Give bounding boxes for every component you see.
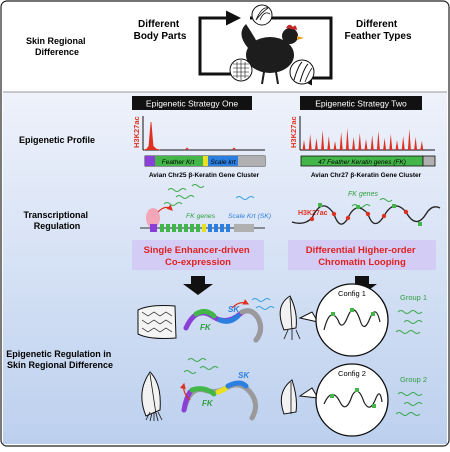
peak-mark [327, 136, 331, 150]
scale-skin-icon [137, 305, 177, 339]
feathers-circle-icon [289, 59, 315, 85]
enhancer-factor-icon [146, 204, 173, 228]
mechanism-box-two [288, 240, 436, 270]
sk-segment-bottom [225, 380, 249, 389]
peak-mark [401, 136, 405, 150]
sk-segment-top [217, 313, 241, 324]
h3k27ac-label-one: H3K27ac [132, 116, 141, 148]
callout-tail-1 [298, 311, 320, 323]
group1-label: Group 1 [400, 293, 427, 302]
enhancer-peak [143, 121, 161, 151]
sk-transcripts-top [251, 298, 275, 310]
feather-krt-label: Feather Krt [162, 159, 196, 166]
peak-mark [407, 129, 411, 150]
peak-mark [395, 140, 399, 150]
strategy-two-header [300, 96, 422, 110]
config2-label: Config 2 [338, 369, 366, 378]
peak-mark [414, 137, 418, 150]
chr27-cluster-label: Avian Chr27 β-Keratin Gene Cluster [311, 172, 422, 179]
scale-circle-icon [229, 58, 253, 82]
feather-types-label: Different Feather Types [344, 19, 411, 42]
grey-segment-top [239, 308, 264, 343]
peak-mark [302, 140, 306, 150]
transcriptional-regulation-label: Transcriptional Regulation [23, 210, 90, 231]
strategy-two-title: Epigenetic Strategy Two [315, 99, 407, 109]
strategy-one-title: Epigenetic Strategy One [146, 99, 238, 109]
mechanism-one-text: Single Enhancer-driven Co-expression [144, 245, 253, 268]
config1-circle [315, 283, 389, 357]
scale-krt-label: Scale krt [210, 159, 236, 166]
h3k27ac-label-two: H3K27ac [289, 116, 298, 148]
config1-label: Config 1 [338, 289, 366, 298]
skin-regulation-label: Epigenetic Regulation in Skin Regional D… [6, 349, 114, 370]
peak-mark [308, 134, 312, 150]
fk-genes-bar-label: 47 Feather Keratin genes (FK) [318, 159, 406, 166]
peak-mark [358, 133, 362, 150]
peak-mark [364, 139, 368, 150]
group2-label: Group 2 [400, 375, 427, 384]
peak-mark [333, 141, 337, 150]
feather-icon-config2 [280, 379, 297, 415]
h3k27ac-loop-label: H3K27ac [298, 210, 328, 217]
peak-mark [383, 138, 387, 150]
epigenetic-profile-label: Epigenetic Profile [19, 135, 95, 145]
peak-mark [370, 135, 374, 150]
peak-mark [321, 130, 325, 150]
peak-mark [389, 134, 393, 150]
transcript-waves-one [163, 184, 205, 206]
fk-label-top: FK [200, 323, 212, 332]
sk-label-top: SK [228, 305, 240, 314]
feather-icon-config1 [279, 295, 301, 340]
loop-contacts [309, 209, 409, 222]
fk-segment-top [193, 308, 217, 319]
peak-mark [345, 128, 349, 150]
right-loop-arrow [250, 16, 333, 86]
config2-genes [330, 388, 376, 408]
fk-genes-label-two: FK genes [348, 191, 378, 198]
gene-cluster-end-two [422, 155, 436, 167]
fk-transcripts-bottom [183, 358, 219, 374]
strategy-one-header [132, 96, 252, 110]
group2-transcripts [395, 392, 423, 416]
fk-label-bottom: FK [202, 399, 214, 408]
peak-mark [314, 138, 318, 150]
mechanism-two-text: Differential Higher-order Chromatin Loop… [306, 245, 418, 268]
gene-blocks-one [150, 224, 254, 232]
transcript-waves-two [351, 198, 393, 208]
peak-mark [376, 131, 380, 150]
activation-arrow-bottom [179, 382, 191, 401]
chr25-cluster-label: Avian Chr25 β-Keratin Gene Cluster [149, 172, 260, 179]
peak-mark [339, 132, 343, 150]
peak-mark [420, 141, 424, 150]
skin-regional-label: Skin Regional Difference [26, 36, 88, 57]
sk-label-bottom: SK [238, 371, 250, 380]
scale-transcript-waves [235, 196, 255, 200]
feather-skin-icon [141, 371, 163, 422]
fk-peaks [302, 128, 424, 150]
loop-genes [318, 203, 422, 226]
feather-circle-icon [251, 4, 273, 26]
fk-segment-bottom [189, 386, 217, 397]
fk-genes-label-one: FK genes [186, 213, 216, 220]
config2-circle [315, 363, 389, 437]
purple-segment-bottom [181, 389, 193, 413]
minor-peaks [184, 147, 237, 151]
left-loop-arrow [198, 10, 241, 76]
scale-krt-sk-label: Scale Krt (SK) [228, 213, 271, 220]
chicken-icon [241, 24, 304, 85]
body-parts-label: Different Body Parts [134, 19, 187, 42]
down-arrow-one [183, 276, 213, 295]
mechanism-box-one [132, 240, 264, 270]
gene-cluster-bar-one [144, 155, 266, 167]
activation-arrow-top [231, 299, 250, 309]
config1-genes [331, 308, 375, 316]
peak-mark [352, 137, 356, 150]
yellow-segment-bottom [215, 385, 229, 395]
group1-transcripts [395, 310, 423, 334]
callout-tail-2 [298, 387, 319, 399]
